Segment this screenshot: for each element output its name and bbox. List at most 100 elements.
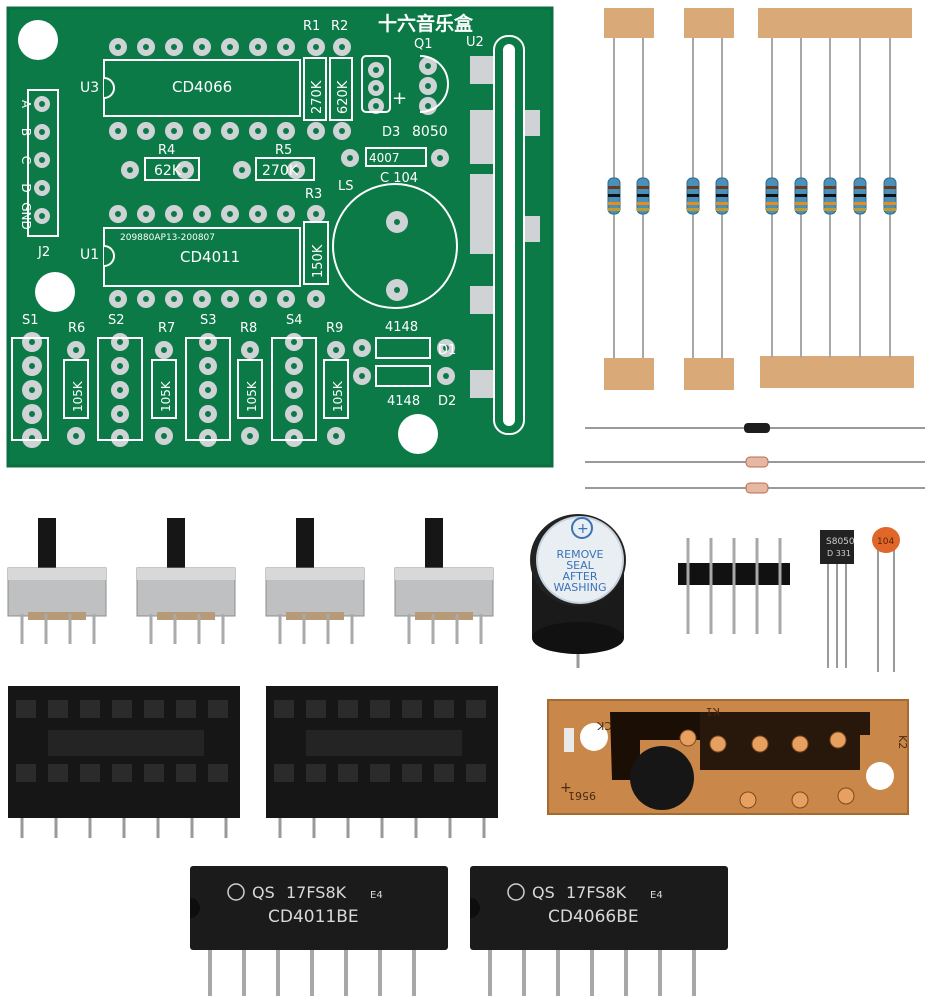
slide-switch: [136, 518, 236, 644]
speaker-outline: [332, 183, 458, 309]
j2-pin-label: B: [19, 128, 33, 136]
pad-hole: [171, 44, 177, 50]
pad-hole: [255, 128, 261, 134]
pad-hole: [29, 387, 35, 393]
transistor-s8050: S8050 D 331: [820, 530, 855, 668]
pad-hole: [291, 387, 297, 393]
module-pad: [791, 791, 809, 809]
buzzer-seal-text: REMOVE: [556, 548, 603, 561]
pin-header: [678, 538, 790, 634]
pad-hole: [73, 433, 79, 439]
pad-hole: [115, 296, 121, 302]
pad-hole: [255, 44, 261, 50]
pad-hole: [117, 363, 123, 369]
slide-switch: [394, 518, 494, 644]
diode-1n4148: [745, 482, 769, 494]
chip-name: CD4011BE: [268, 907, 359, 927]
slide-switch: [265, 518, 365, 644]
pad-hole: [161, 347, 167, 353]
buzzer-seal-text: AFTER: [563, 570, 598, 583]
s2-ref: S2: [108, 313, 125, 328]
pad-hole: [205, 339, 211, 345]
pad-hole: [227, 44, 233, 50]
rail-pad: [470, 174, 494, 202]
d2-type: 4148: [387, 394, 420, 409]
pad-hole: [143, 296, 149, 302]
r6-value: 105K: [71, 380, 85, 412]
buzzer-seal-text: SEAL: [566, 559, 594, 572]
pad-hole: [291, 411, 297, 417]
module-plus: +: [560, 780, 572, 796]
pad-hole: [227, 211, 233, 217]
r3-value: 150K: [311, 244, 326, 278]
rail-pad: [470, 200, 494, 228]
j2-pin-label: C: [19, 156, 33, 164]
r5-ref: R5: [275, 143, 292, 158]
pad-hole: [283, 44, 289, 50]
pad-hole: [29, 363, 35, 369]
r8-value: 105K: [245, 380, 259, 412]
r2-ref: R2: [331, 19, 348, 34]
pad-hole: [117, 411, 123, 417]
pad-hole: [39, 213, 45, 219]
chip-lot: 17FS8K: [286, 883, 347, 902]
slide-switch: [7, 518, 107, 644]
pad-hole: [425, 83, 431, 89]
resistor-tape: [760, 356, 914, 388]
pad-hole: [39, 129, 45, 135]
u1-ref: U1: [80, 247, 99, 263]
u1-name: CD4011: [180, 248, 240, 266]
rail-pad: [470, 226, 494, 254]
ls-label: LS: [338, 179, 354, 194]
pad-hole: [283, 128, 289, 134]
ceramic-capacitor: 104: [872, 527, 900, 672]
diode-1n4148: [745, 456, 769, 468]
pad-hole: [115, 211, 121, 217]
rail-pad: [470, 110, 494, 138]
pad-hole: [227, 296, 233, 302]
mounting-hole: [18, 20, 58, 60]
r7-value: 105K: [159, 380, 173, 412]
pad-hole: [205, 363, 211, 369]
resistor-tape: [758, 8, 912, 38]
ti-logo-icon: [227, 883, 245, 901]
pcb-board: 十六音乐盒 U3 CD4066 U1 CD4011 209880AP13-200…: [6, 6, 554, 468]
pad-hole: [443, 373, 449, 379]
pad-hole: [373, 67, 379, 73]
pad-hole: [313, 211, 319, 217]
d3-type: 4007: [369, 151, 400, 165]
pad-hole: [227, 128, 233, 134]
pad-hole: [39, 185, 45, 191]
r8-ref: R8: [240, 321, 257, 336]
ti-logo-icon: [507, 883, 525, 901]
buzzer-seal-text: WASHING: [553, 581, 606, 594]
module-k2: K2: [896, 735, 909, 749]
pad-hole: [205, 387, 211, 393]
pad-hole: [425, 63, 431, 69]
pad-hole: [313, 128, 319, 134]
pad-hole: [127, 167, 133, 173]
q1-ref: Q1: [414, 37, 433, 52]
d1-ref: D1: [438, 343, 456, 358]
module-code: 9561: [568, 789, 596, 802]
pad-hole: [161, 433, 167, 439]
s3-ref: S3: [200, 313, 217, 328]
r1-value: 270K: [310, 80, 325, 114]
pad-hole: [247, 433, 253, 439]
r9-value: 105K: [331, 380, 345, 412]
chip-rev: E4: [370, 890, 383, 901]
pad-hole: [339, 128, 345, 134]
pad-hole: [143, 211, 149, 217]
pad-hole: [182, 167, 188, 173]
ic-socket: [266, 686, 498, 838]
j2-pin-label: D: [19, 183, 33, 192]
pad-hole: [339, 44, 345, 50]
module-pad: [709, 735, 727, 753]
pad-hole: [199, 211, 205, 217]
pad-hole: [143, 128, 149, 134]
module-pad: [791, 735, 809, 753]
pad-hole: [283, 296, 289, 302]
